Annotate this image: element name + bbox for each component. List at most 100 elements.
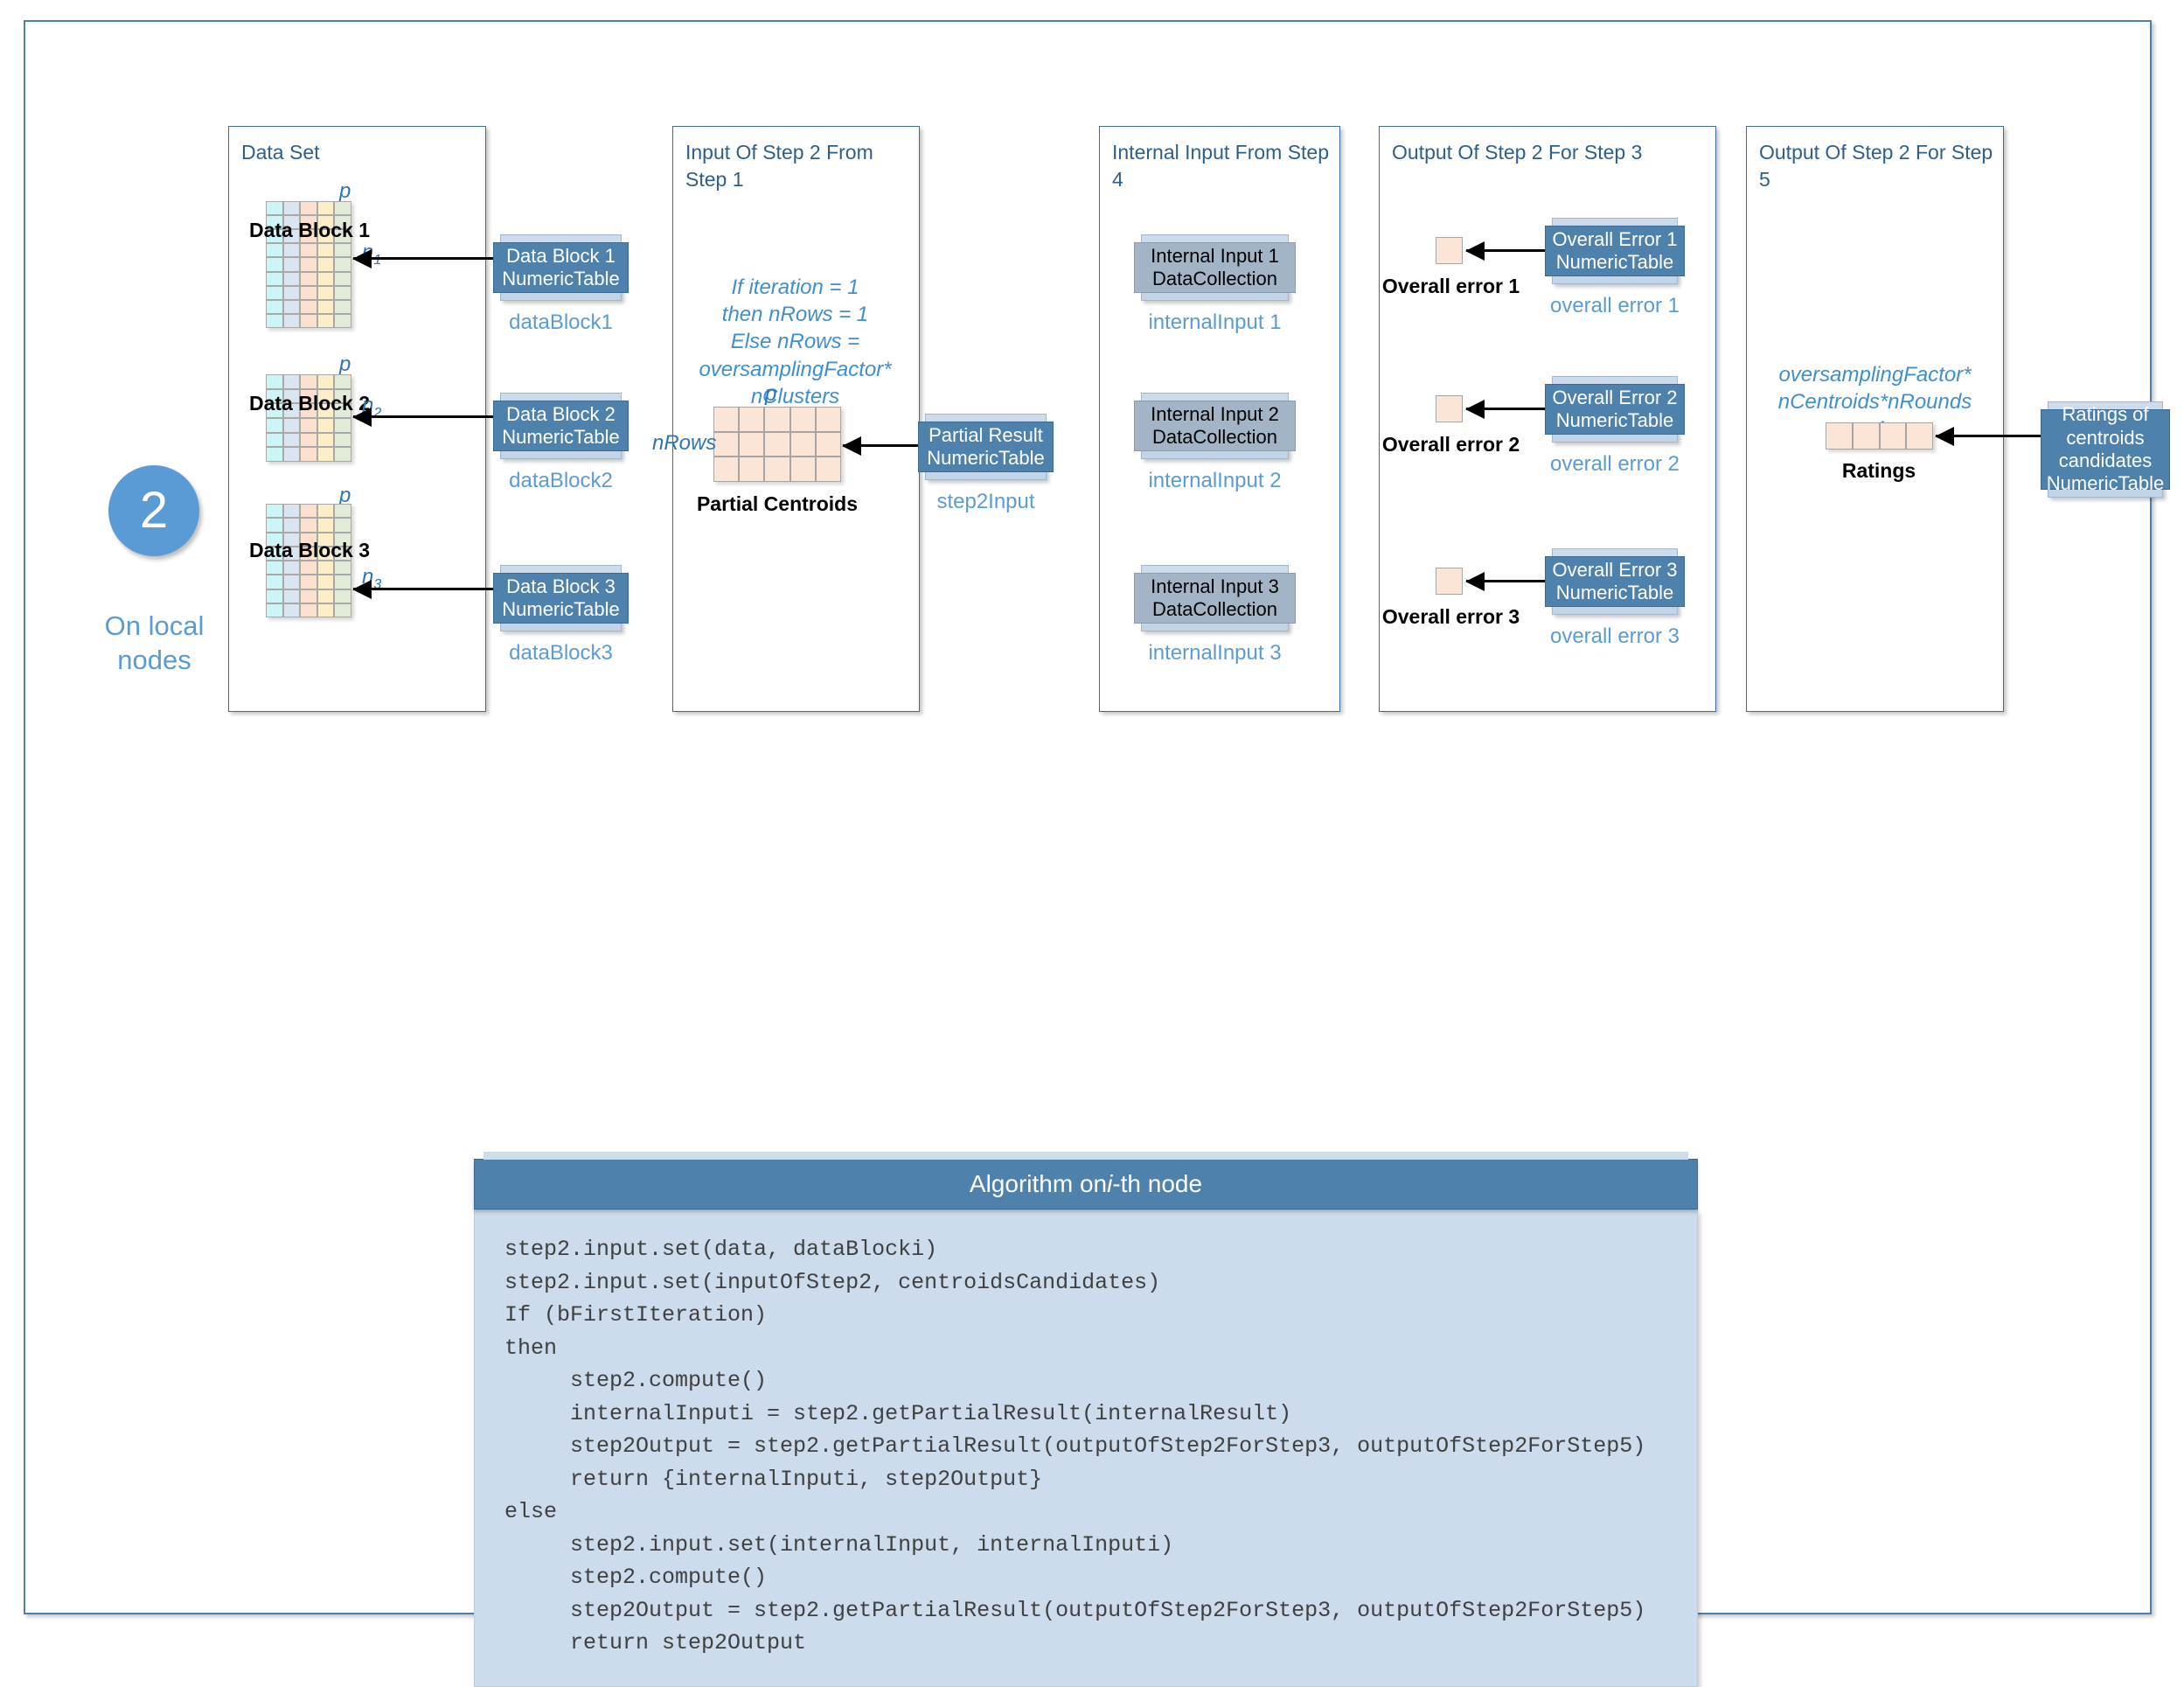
matrix-cell xyxy=(266,532,283,547)
data-block-2-label: Data Block 2 xyxy=(248,392,371,415)
api-label-overall-error-2: overall error 2 xyxy=(1549,452,1680,476)
algorithm-panel: Algorithm on i-th node step2.input.set(d… xyxy=(474,1152,1698,1687)
ratings-of-centroids-candidates-box[interactable]: Ratings of centroids candidates NumericT… xyxy=(2041,401,2170,498)
panel-title-output-step3: Output Of Step 2 For Step 3 xyxy=(1392,141,1643,164)
nrows-condition-note: If iteration = 1 then nRows = 1 Else nRo… xyxy=(699,275,892,408)
matrix-cell xyxy=(316,532,335,547)
matrix-cell xyxy=(266,575,283,589)
ratings-box-label: Ratings of centroids candidates NumericT… xyxy=(2041,403,2170,494)
matrix-cell xyxy=(713,407,740,432)
matrix-cell xyxy=(300,215,317,230)
overall-error-1-caption: Overall error 1 xyxy=(1381,275,1520,297)
matrix-cell xyxy=(764,407,790,432)
matrix-cell xyxy=(300,313,317,328)
matrix-cell xyxy=(266,403,283,418)
matrix-cell xyxy=(266,285,283,300)
matrix-cell xyxy=(316,313,335,328)
matrix-cell xyxy=(739,431,765,457)
data-block-3-grid xyxy=(266,504,351,617)
matrix-cell xyxy=(300,257,317,272)
matrix-cell xyxy=(815,457,841,482)
header-top-sliver xyxy=(483,1152,1688,1160)
internal-input-1-label: Internal Input 1 DataCollection xyxy=(1134,242,1296,293)
matrix-cell xyxy=(316,417,335,433)
matrix-cell xyxy=(266,518,283,533)
ratings-caption: Ratings xyxy=(1841,459,1916,482)
matrix-cell xyxy=(300,243,317,258)
matrix-cell xyxy=(300,388,317,404)
matrix-cell xyxy=(316,546,335,561)
overall-error-2-numerictable-box[interactable]: Overall Error 2 NumericTable xyxy=(1545,376,1685,443)
matrix-cell xyxy=(334,257,351,272)
partial-centroids-grid xyxy=(713,407,841,482)
matrix-cell xyxy=(300,532,317,547)
api-label-internalinput1: internalInput 1 xyxy=(1148,310,1282,334)
matrix-cell xyxy=(300,546,317,561)
matrix-cell xyxy=(266,299,283,314)
api-label-step2input: step2Input xyxy=(936,490,1035,513)
matrix-cell xyxy=(316,603,335,617)
partial-result-numerictable-box[interactable]: Partial Result NumericTable xyxy=(918,414,1054,480)
panel-title-input-step1: Input Of Step 2 From Step 1 xyxy=(685,141,873,192)
api-label-datablock1: dataBlock1 xyxy=(509,310,613,334)
data-block-3-numerictable-box[interactable]: Data Block 3 NumericTable xyxy=(493,565,629,631)
matrix-cell xyxy=(266,546,283,561)
matrix-cell xyxy=(334,285,351,300)
panel-title-internal-input: Internal Input From Step 4 xyxy=(1112,141,1330,192)
overall-error-3-cell xyxy=(1436,568,1463,595)
matrix-cell xyxy=(266,447,283,462)
matrix-cell xyxy=(282,388,301,404)
matrix-cell xyxy=(266,603,283,617)
matrix-cell xyxy=(282,504,301,519)
api-label-internalinput3: internalInput 3 xyxy=(1148,641,1282,665)
dim-label-p-1: p xyxy=(339,179,351,203)
matrix-cell xyxy=(266,432,283,448)
matrix-cell xyxy=(334,299,351,314)
step-number: 2 xyxy=(139,482,169,539)
data-block-1-numerictable-box[interactable]: Data Block 1 NumericTable xyxy=(493,234,629,301)
internal-input-3-box[interactable]: Internal Input 3 DataCollection xyxy=(1134,565,1296,631)
data-block-2-numerictable-box[interactable]: Data Block 2 NumericTable xyxy=(493,393,629,459)
internal-input-2-box[interactable]: Internal Input 2 DataCollection xyxy=(1134,393,1296,459)
matrix-cell xyxy=(300,299,317,314)
overall-error-2-cell xyxy=(1436,395,1463,422)
matrix-cell xyxy=(316,215,335,230)
step-number-badge: 2 xyxy=(108,465,199,556)
overall-error-3-numerictable-box[interactable]: Overall Error 3 NumericTable xyxy=(1545,548,1685,615)
matrix-cell xyxy=(1826,422,1853,450)
internal-input-2-label: Internal Input 2 DataCollection xyxy=(1134,401,1296,451)
matrix-cell xyxy=(334,575,351,589)
panel-title-data-set: Data Set xyxy=(241,141,320,164)
dim-label-p-centroids: p xyxy=(765,382,777,406)
matrix-cell xyxy=(815,407,841,432)
matrix-cell xyxy=(316,201,335,216)
matrix-cell xyxy=(334,215,351,230)
step-caption: On local nodes xyxy=(104,610,205,675)
matrix-cell xyxy=(334,313,351,328)
arrow-to-overall-error-2 xyxy=(1466,408,1547,410)
matrix-cell xyxy=(282,271,301,286)
matrix-cell xyxy=(316,561,335,575)
matrix-cell xyxy=(282,257,301,272)
arrow-to-overall-error-1 xyxy=(1466,249,1547,252)
matrix-cell xyxy=(266,589,283,603)
matrix-cell xyxy=(300,229,317,244)
matrix-cell xyxy=(266,561,283,575)
overall-error-1-numerictable-box[interactable]: Overall Error 1 NumericTable xyxy=(1545,218,1685,284)
matrix-cell xyxy=(266,215,283,230)
internal-input-1-box[interactable]: Internal Input 1 DataCollection xyxy=(1134,234,1296,301)
matrix-cell xyxy=(789,431,816,457)
matrix-cell xyxy=(300,201,317,216)
matrix-cell xyxy=(316,432,335,448)
matrix-cell xyxy=(334,447,351,462)
matrix-cell xyxy=(282,447,301,462)
matrix-cell xyxy=(300,504,317,519)
ratings-grid xyxy=(1826,422,1933,450)
matrix-cell xyxy=(316,589,335,603)
matrix-cell xyxy=(282,215,301,230)
arrow-to-overall-error-3 xyxy=(1466,580,1547,582)
data-block-2-box-label: Data Block 2 NumericTable xyxy=(493,401,629,451)
overall-error-1-box-label: Overall Error 1 NumericTable xyxy=(1545,226,1685,276)
matrix-cell xyxy=(266,374,283,389)
matrix-cell xyxy=(266,417,283,433)
